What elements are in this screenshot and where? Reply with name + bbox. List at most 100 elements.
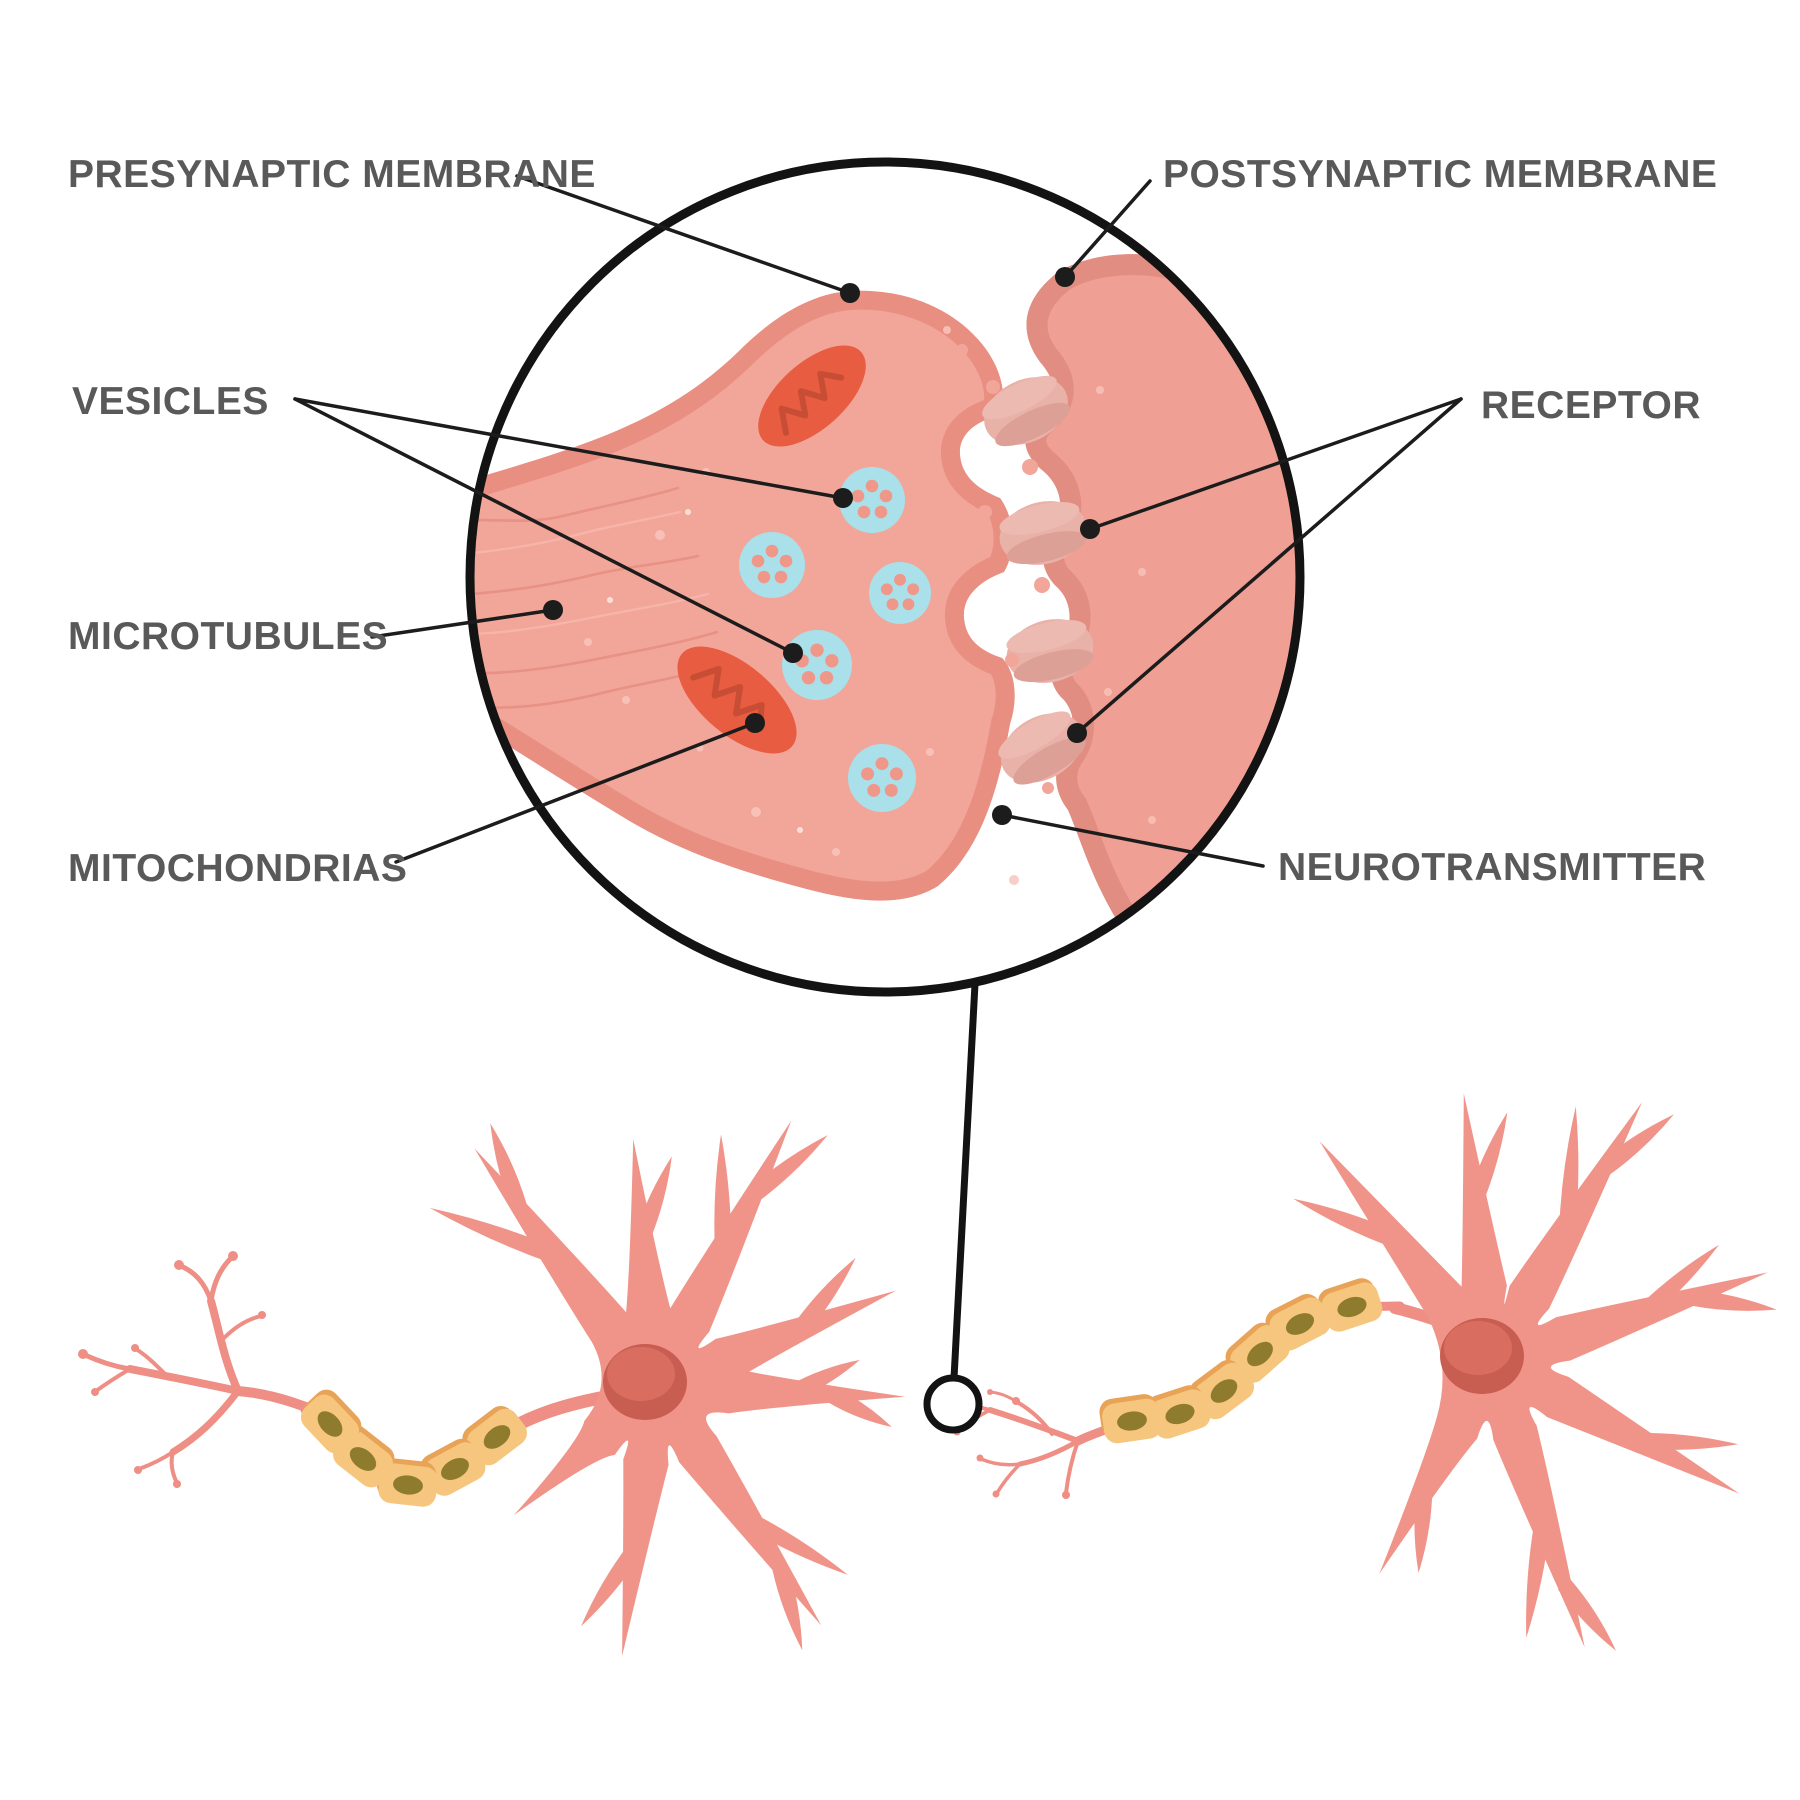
vesicle-dot [801, 671, 816, 685]
terminal-tip [131, 1344, 139, 1352]
label-vesicles: VESICLES [72, 380, 269, 423]
neuron-soma-dendrites [1293, 1093, 1777, 1651]
vesicle-dot [867, 783, 881, 797]
right-neuron [944, 1093, 1777, 1651]
terminal-tip [976, 1454, 984, 1462]
myelin-sheath-segment [1265, 1293, 1331, 1351]
mitochondrion [677, 646, 797, 754]
receptor [982, 375, 1070, 447]
leader-dots [543, 267, 1100, 825]
microtubules [473, 486, 719, 709]
myelin-core [349, 1447, 377, 1471]
myelin-core [1337, 1296, 1367, 1318]
cytoplasm-specks-light [607, 509, 803, 833]
vesicle-dot [874, 505, 888, 519]
dendrite-branch [1598, 1114, 1674, 1177]
myelin-core [441, 1458, 469, 1480]
axon-terminal-branch [222, 1314, 263, 1340]
terminal-tip [91, 1388, 99, 1396]
vesicle-dot [757, 570, 771, 584]
vesicle-dot [819, 671, 834, 685]
myelin-core [317, 1411, 343, 1437]
vesicle-dot [879, 489, 893, 503]
terminal-tip [134, 1466, 142, 1474]
myelin-sheath-segment [462, 1405, 527, 1466]
dendrite-branch [793, 1257, 856, 1335]
terminal-tip [1062, 1491, 1070, 1499]
dendrite-branch [742, 1511, 848, 1575]
vesicle-dot [907, 583, 920, 596]
terminal-tip [173, 1480, 181, 1488]
axon-terminal-branch [987, 1407, 1081, 1444]
vesicle-dot [779, 554, 793, 568]
vesicle [839, 467, 905, 533]
myelin-core [1165, 1403, 1195, 1425]
vesicle-dot [851, 489, 865, 503]
myelin-core [393, 1475, 423, 1495]
vesicle-dot [865, 479, 879, 493]
axon-terminal-branch [134, 1347, 168, 1377]
dendrite-branch [1638, 1244, 1720, 1319]
axon-terminal-branch [995, 1462, 1022, 1495]
terminal-tip [78, 1349, 88, 1359]
axon-terminal-branch [208, 1254, 235, 1304]
receptor [999, 501, 1087, 565]
myelin-core [483, 1425, 511, 1449]
dendrite-branch [1467, 1112, 1508, 1204]
leader-receptor-2 [1075, 397, 1463, 735]
axon-terminal-branch [82, 1352, 133, 1372]
dendrite-branch [1558, 1579, 1617, 1651]
dendrite-branch [581, 1544, 642, 1627]
label-receptor: RECEPTOR [1481, 384, 1701, 427]
vesicle [848, 744, 916, 812]
myelin-sheath-segment [376, 1458, 438, 1507]
vesicle [739, 532, 805, 598]
vesicle-dot [886, 598, 899, 611]
label-postsynaptic-membrane: POSTSYNAPTIC MEMBRANE [1163, 153, 1717, 196]
myelin-core [1285, 1313, 1315, 1335]
vesicle-dot [810, 643, 824, 657]
myelin-sheath-segment [1318, 1278, 1383, 1332]
dendrite-branch [1689, 1289, 1777, 1311]
vesicle-dot [884, 783, 898, 797]
dendrite-branch [748, 1135, 828, 1202]
vesicle-dot [894, 573, 906, 586]
vesicle-dot [774, 570, 788, 584]
leader-lines [293, 174, 1463, 868]
dendrite-branch [714, 1134, 732, 1255]
label-neurotransmitter: NEUROTRANSMITTER [1278, 846, 1706, 889]
soma [1319, 1093, 1768, 1648]
dendrite-branch [490, 1123, 528, 1211]
vesicle-dot [875, 757, 889, 771]
terminal-tip [1012, 1397, 1020, 1405]
vesicle-dot [765, 544, 779, 558]
mitochondrion [758, 345, 866, 447]
vesicle-dot [751, 554, 765, 568]
axon-terminal-branch [169, 1450, 179, 1485]
neurons [78, 1093, 1777, 1656]
label-mitochondrias: MITOCHONDRIAS [68, 847, 407, 890]
axon-terminal-branch [1064, 1439, 1080, 1495]
terminal-tip [987, 1389, 993, 1395]
cytoplasm-specks [584, 326, 1019, 885]
axon-terminal-branch [178, 1263, 214, 1304]
axon-terminal-branch [137, 1450, 175, 1471]
receptor [1006, 619, 1094, 683]
presynaptic-terminal [473, 291, 1019, 901]
vesicle [782, 630, 852, 700]
dendrite-branch [826, 1387, 892, 1427]
leader-receptor-1 [1088, 397, 1463, 531]
left-neuron [78, 1120, 905, 1656]
leader-vesicles-2 [293, 397, 795, 655]
leader-neurotransmitter [1000, 813, 1265, 868]
leader-postsynaptic-membrane [1063, 179, 1152, 279]
dendrite-branch [1526, 1517, 1551, 1638]
dendrite-branch [634, 1156, 672, 1242]
vesicle-dot [857, 505, 871, 519]
vesicle-dot [902, 598, 915, 611]
postsynaptic-specks [1096, 386, 1156, 824]
dendrite-branch [1293, 1198, 1401, 1249]
magnified-synapse-view [465, 157, 1305, 997]
axon-terminal-branch [94, 1367, 132, 1393]
axon-terminal-branch [1017, 1438, 1081, 1467]
